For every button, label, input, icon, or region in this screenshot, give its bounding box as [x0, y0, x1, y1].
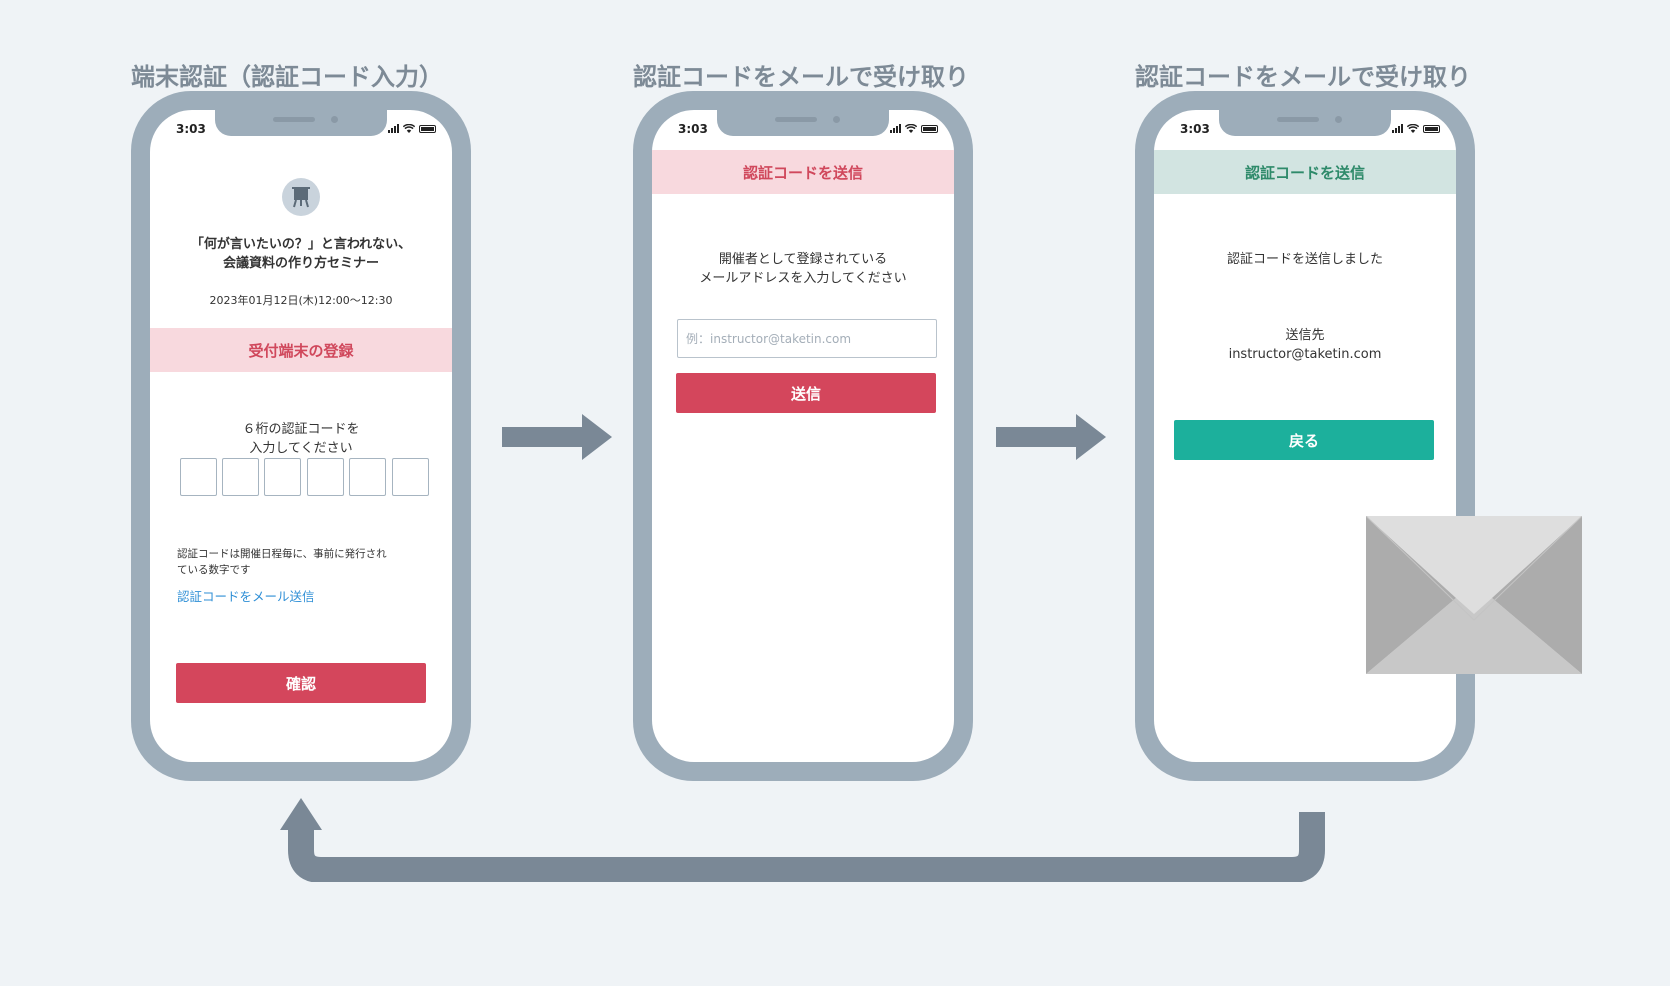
caption-step1: 端末認証（認証コード入力） [131, 63, 443, 91]
send-code-band: 認証コードを送信 [652, 150, 954, 194]
send-code-band: 認証コードを送信 [1154, 150, 1456, 194]
sent-message: 認証コードを送信しました [1226, 252, 1383, 267]
status-icons [388, 124, 436, 133]
code-digit-input-3[interactable] [264, 458, 301, 496]
email-instruction-line2: メールアドレスを入力してください [699, 271, 907, 286]
signal-icon [890, 124, 901, 133]
status-time: 3:03 [176, 122, 206, 136]
caption-step2: 認証コードをメールで受け取り [633, 63, 969, 91]
destination-email: instructor@taketin.com [1228, 347, 1382, 362]
status-time: 3:03 [678, 122, 708, 136]
code-instruction-line2: 入力してください [249, 441, 353, 456]
email-input[interactable] [677, 319, 937, 358]
phone-device-step3: 3:03 認証コードを送信 認証コードを送信しました 送信先 instructo… [1135, 91, 1475, 781]
wifi-icon [1407, 124, 1419, 133]
back-button[interactable]: 戻る [1174, 420, 1434, 460]
wifi-icon [905, 124, 917, 133]
code-instruction-line1: ６桁の認証コードを [242, 422, 360, 437]
send-button[interactable]: 送信 [676, 373, 936, 413]
phone-notch [215, 110, 387, 136]
phone-device-step1: 3:03 「何が言いたいの？」と言われない、 会議資料の作り方セミナー 2023… [131, 91, 471, 781]
code-digit-input-6[interactable] [392, 458, 429, 496]
envelope-icon [1365, 515, 1583, 674]
phone-notch [717, 110, 889, 136]
confirm-button[interactable]: 確認 [176, 663, 426, 703]
signal-icon [388, 124, 399, 133]
code-digit-input-4[interactable] [307, 458, 344, 496]
phone-device-step2: 3:03 認証コードを送信 開催者として登録されている メールアドレスを入力して… [633, 91, 973, 781]
arrow-right-icon [502, 414, 612, 464]
seminar-title-line1: 「何が言いたいの？」と言われない、 [190, 237, 412, 252]
email-instruction-line1: 開催者として登録されている [718, 252, 888, 267]
phone-notch [1219, 110, 1391, 136]
registration-band: 受付端末の登録 [150, 328, 452, 372]
status-time: 3:03 [1180, 122, 1210, 136]
email-code-link[interactable]: 認証コードをメール送信 [177, 589, 315, 604]
wifi-icon [403, 124, 415, 133]
return-arrow-icon [270, 798, 1330, 886]
status-icons [1392, 124, 1440, 133]
destination-label: 送信先 [1285, 328, 1325, 343]
status-icons [890, 124, 938, 133]
code-digit-input-1[interactable] [180, 458, 217, 496]
signal-icon [1392, 124, 1403, 133]
seminar-title-line2: 会議資料の作り方セミナー [222, 256, 379, 271]
battery-icon [419, 125, 436, 133]
arrow-right-icon [996, 414, 1106, 464]
code-note-line2: ている数字です [177, 564, 251, 576]
code-digit-input-5[interactable] [349, 458, 386, 496]
phone-screen: 3:03 認証コードを送信 開催者として登録されている メールアドレスを入力して… [652, 110, 954, 762]
battery-icon [1423, 125, 1440, 133]
code-note-line1: 認証コードは開催日程毎に、事前に発行され [177, 548, 387, 560]
battery-icon [921, 125, 938, 133]
phone-screen: 3:03 「何が言いたいの？」と言われない、 会議資料の作り方セミナー 2023… [150, 110, 452, 762]
caption-step3: 認証コードをメールで受け取り [1135, 63, 1471, 91]
easel-icon [282, 178, 320, 216]
seminar-datetime: 2023年01月12日(木)12:00〜12:30 [209, 294, 393, 307]
code-digit-input-2[interactable] [222, 458, 259, 496]
